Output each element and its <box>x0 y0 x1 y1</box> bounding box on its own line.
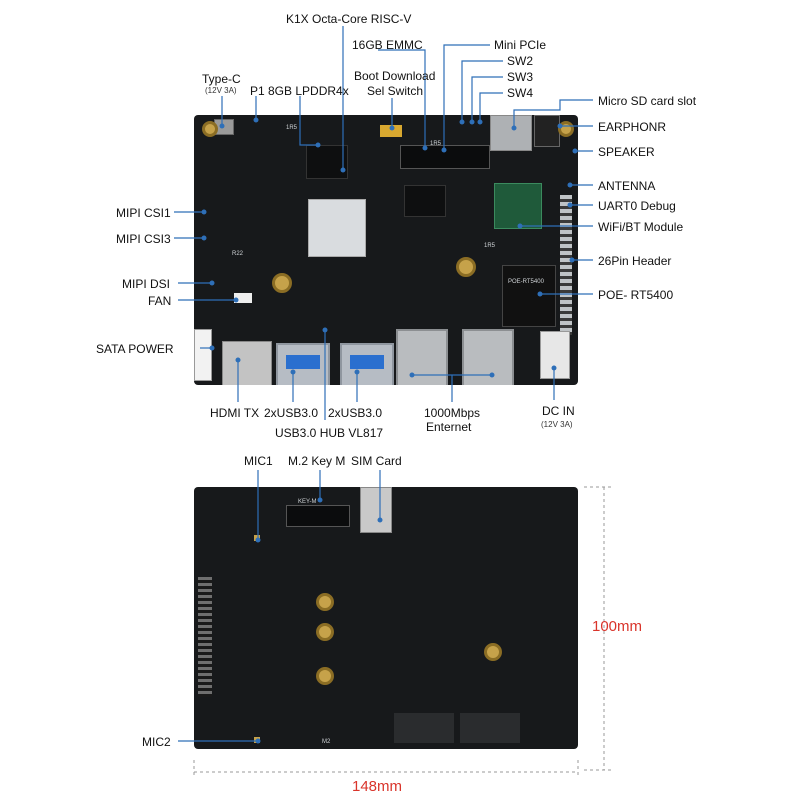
label-eth-2: Enternet <box>426 420 472 434</box>
label-hdmi: HDMI TX <box>210 406 260 420</box>
dimension-width: 148mm <box>352 778 403 795</box>
label-eth-1: 1000Mbps <box>424 406 481 420</box>
label-typec: Type-C <box>202 72 241 86</box>
label-mic2: MIC2 <box>142 735 171 749</box>
label-csi1: MIPI CSI1 <box>116 206 171 220</box>
silk-poe: POE-RT5400 <box>508 279 544 285</box>
dc-in-jack <box>540 331 570 379</box>
silk-1r5: 1R5 <box>286 125 298 131</box>
label-boot: Boot Download <box>354 69 436 83</box>
mount-hole <box>316 623 334 641</box>
label-lpddr: 8GB LPDDR4x <box>268 84 349 98</box>
mount-hole <box>202 121 218 137</box>
label-dsi: MIPI DSI <box>122 277 171 291</box>
earphone-jack <box>534 115 560 147</box>
silk-r22: R22 <box>232 251 244 257</box>
dimension-height: 100mm <box>592 618 643 635</box>
silk-keym: KEY-M <box>298 499 317 505</box>
label-sim: SIM Card <box>351 454 402 468</box>
label-microsd: Micro SD card slot <box>598 94 697 108</box>
emmc-chip <box>404 185 446 217</box>
label-mini-pcie: Mini PCIe <box>494 38 547 52</box>
mini-pcie-slot <box>400 145 490 169</box>
label-dcin: DC IN <box>542 404 575 418</box>
label-speaker: SPEAKER <box>598 145 655 159</box>
pin-header-26 <box>560 195 572 335</box>
board-top: POE-RT5400 1R5 1R5 1R5 R22 <box>194 115 578 385</box>
port-underside <box>460 713 520 743</box>
fan-connector <box>234 293 252 303</box>
sim-card-slot <box>360 487 392 533</box>
label-wifi: WiFi/BT Module <box>598 220 684 234</box>
ethernet-port-1 <box>396 329 448 385</box>
microsd-slot <box>490 115 532 151</box>
label-csi3: MIPI CSI3 <box>116 232 171 246</box>
ethernet-port-2 <box>462 329 514 385</box>
mount-hole <box>316 593 334 611</box>
poe-module <box>502 265 556 327</box>
lpddr-chip <box>306 145 348 179</box>
label-typec-sub: (12V 3A) <box>205 86 237 95</box>
silk-1r5: 1R5 <box>484 243 496 249</box>
mount-hole <box>456 257 476 277</box>
label-usb-b: 2xUSB3.0 <box>328 406 383 420</box>
label-earphone: EARPHONR <box>598 120 667 134</box>
pin-rows <box>198 577 212 697</box>
wifi-module <box>494 183 542 229</box>
label-k1x: K1X Octa-Core RISC-V <box>286 12 412 26</box>
label-hub: USB3.0 HUB VL817 <box>275 426 384 440</box>
silk-1r5: 1R5 <box>430 141 442 147</box>
label-usb-a: 2xUSB3.0 <box>264 406 319 420</box>
m2-slot <box>286 505 350 527</box>
label-sw2: SW2 <box>507 54 534 68</box>
label-sw4: SW4 <box>507 86 534 100</box>
mount-hole <box>316 667 334 685</box>
mount-hole <box>484 643 502 661</box>
label-uart: UART0 Debug <box>598 199 676 213</box>
label-antenna: ANTENNA <box>598 179 656 193</box>
label-fan: FAN <box>148 294 172 308</box>
sata-power-connector <box>194 329 212 381</box>
k1x-soc <box>308 199 366 257</box>
usb-port-pair-b <box>340 343 394 385</box>
label-dcin-sub: (12V 3A) <box>541 420 573 429</box>
label-emmc: 16GB EMMC <box>352 38 423 52</box>
boot-switch <box>380 125 402 137</box>
label-sw3: SW3 <box>507 70 534 84</box>
label-26pin: 26Pin Header <box>598 254 672 268</box>
port-underside <box>394 713 454 743</box>
label-m2: M.2 Key M <box>288 454 346 468</box>
mount-hole <box>272 273 292 293</box>
label-mic1: MIC1 <box>244 454 273 468</box>
label-sata: SATA POWER <box>96 342 174 356</box>
silk-m2: M2 <box>322 739 331 745</box>
label-poe: POE- RT5400 <box>598 288 674 302</box>
label-boot-2: Sel Switch <box>367 84 424 98</box>
hdmi-port <box>222 341 272 385</box>
usb-port-pair-a <box>276 343 330 385</box>
label-p1: P1 <box>250 84 265 98</box>
